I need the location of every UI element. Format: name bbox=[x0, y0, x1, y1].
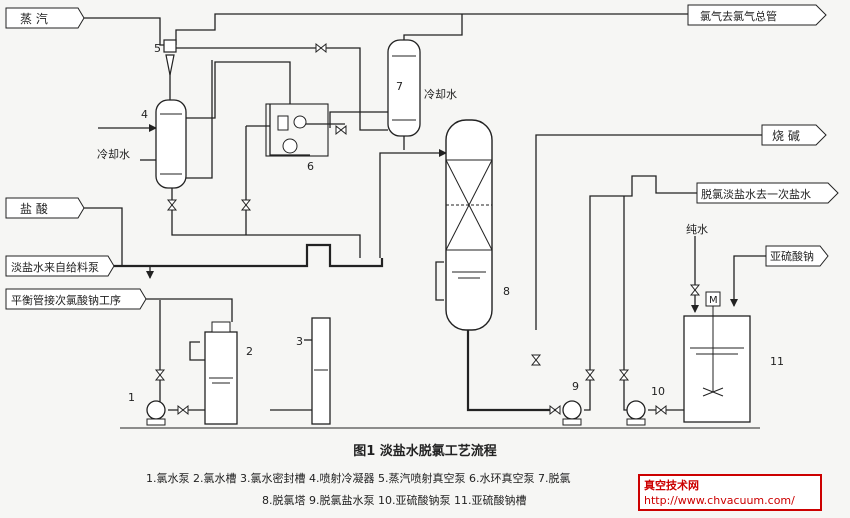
equipment-numbers: 1 2 3 4 5 6 7 8 9 10 11 bbox=[128, 42, 784, 404]
dechlorinated-brine-pump bbox=[562, 400, 582, 426]
piping bbox=[84, 13, 766, 429]
svg-text:亚硫酸钠: 亚硫酸钠 bbox=[770, 249, 814, 263]
tag-dechlorinated-to-primary: 脱氯淡盐水去一次盐水 bbox=[696, 182, 839, 204]
tag-brine-from-feed-pump: 淡盐水来自给料泵 bbox=[5, 255, 115, 277]
chlorine-water-pump bbox=[146, 400, 166, 426]
label-cooling-water-right: 冷却水 bbox=[424, 88, 457, 101]
tag-caustic: 烧 碱 bbox=[761, 124, 827, 146]
svg-text:氯气去氯气总管: 氯气去氯气总管 bbox=[700, 9, 777, 23]
valves bbox=[154, 42, 701, 416]
svg-text:烧 碱: 烧 碱 bbox=[772, 129, 800, 143]
jet-condenser bbox=[155, 99, 187, 189]
watermark: 真空技术网 http://www.chvacuum.com/ bbox=[638, 474, 822, 511]
tag-sodium-sulfite: 亚硫酸钠 bbox=[765, 245, 829, 267]
equipment-number: 8 bbox=[503, 285, 510, 298]
steam-ejector-vacuum-pump bbox=[163, 39, 177, 76]
dechlorination-tower bbox=[445, 119, 493, 331]
tag-balance-pipe: 平衡管接次氯酸钠工序 bbox=[5, 288, 147, 310]
tag-chlorine-to-main: 氯气去氯气总管 bbox=[687, 4, 827, 26]
equipment-number: 7 bbox=[396, 80, 403, 93]
svg-text:脱氯淡盐水去一次盐水: 脱氯淡盐水去一次盐水 bbox=[701, 187, 811, 201]
label-cooling-water-left: 冷却水 bbox=[97, 148, 130, 161]
equipment-number: 6 bbox=[307, 160, 314, 173]
equipment-number: 2 bbox=[246, 345, 253, 358]
tag-hydrochloric-acid: 盐 酸 bbox=[5, 197, 85, 219]
equipment-number: 4 bbox=[141, 108, 148, 121]
motor-label: M bbox=[709, 295, 718, 306]
chlorine-water-tank bbox=[204, 321, 238, 425]
equipment-number: 5 bbox=[154, 42, 161, 55]
figure-title: 图1 淡盐水脱氯工艺流程 bbox=[353, 444, 497, 459]
tag-steam: 蒸 汽 bbox=[5, 7, 85, 29]
dechlorination-cooler bbox=[387, 39, 421, 137]
legend-line-1: 1.氯水泵 2.氯水槽 3.氯水密封槽 4.喷射冷凝器 5.蒸汽喷射真空泵 6.… bbox=[146, 472, 571, 485]
equipment-number: 1 bbox=[128, 391, 135, 404]
sodium-sulfite-pump bbox=[626, 400, 646, 426]
chlorine-water-seal-tank bbox=[311, 317, 331, 425]
svg-text:蒸 汽: 蒸 汽 bbox=[20, 11, 48, 26]
label-pure-water: 纯水 bbox=[686, 223, 708, 236]
equipment-number: 3 bbox=[296, 335, 303, 348]
svg-text:淡盐水来自给料泵: 淡盐水来自给料泵 bbox=[11, 260, 99, 274]
equipment-number: 11 bbox=[770, 355, 784, 368]
watermark-title: 真空技术网 bbox=[644, 479, 699, 492]
sodium-sulfite-tank bbox=[683, 291, 751, 423]
water-ring-vacuum-pump bbox=[265, 103, 329, 157]
svg-text:平衡管接次氯酸钠工序: 平衡管接次氯酸钠工序 bbox=[11, 293, 121, 307]
equipment-number: 9 bbox=[572, 380, 579, 393]
equipment-number: 10 bbox=[651, 385, 665, 398]
legend-line-2: 8.脱氯塔 9.脱氯盐水泵 10.亚硫酸钠泵 11.亚硫酸钠槽 bbox=[262, 494, 527, 507]
watermark-url[interactable]: http://www.chvacuum.com/ bbox=[644, 494, 795, 507]
svg-text:盐 酸: 盐 酸 bbox=[20, 201, 48, 216]
